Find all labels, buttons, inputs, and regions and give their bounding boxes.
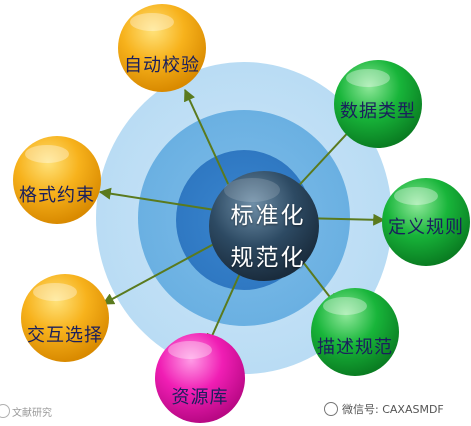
sphere-format-constraint[interactable] (13, 136, 101, 224)
center-label-line1: 标准化 (230, 203, 306, 229)
watermark-left-text: 文献研究 (12, 408, 52, 419)
node-label-describe-spec: 描述规范 (317, 337, 393, 358)
node-label-define-rules: 定义规则 (388, 217, 464, 238)
sphere-data-type[interactable] (334, 60, 422, 148)
node-label-data-type: 数据类型 (340, 101, 416, 122)
center-highlight (224, 178, 280, 202)
arrow-resource-library (206, 261, 246, 347)
sphere-interactive-select[interactable] (21, 274, 109, 362)
sphere-auto-check[interactable] (118, 4, 206, 92)
node-label-interactive-select: 交互选择 (27, 325, 103, 346)
wechat-icon (324, 402, 338, 416)
sphere-define-rules[interactable] (382, 178, 470, 266)
node-label-format-constraint: 格式约束 (19, 185, 95, 206)
arrow-format-constraint (98, 187, 216, 211)
node-label-resource-library: 资源库 (171, 387, 229, 408)
node-label-auto-check: 自动校验 (124, 55, 200, 76)
watermark-right-text: 微信号: CAXASMDF (342, 403, 444, 416)
sphere-describe-spec[interactable] (311, 288, 399, 376)
arrow-interactive-select (101, 237, 226, 305)
watermark-left-icon (0, 404, 10, 418)
sphere-resource-library[interactable] (155, 333, 245, 423)
arrow-auto-check (184, 88, 231, 189)
arrow-data-type (289, 124, 356, 196)
center-label-line2: 规范化 (230, 245, 306, 271)
center-sphere (209, 171, 319, 281)
